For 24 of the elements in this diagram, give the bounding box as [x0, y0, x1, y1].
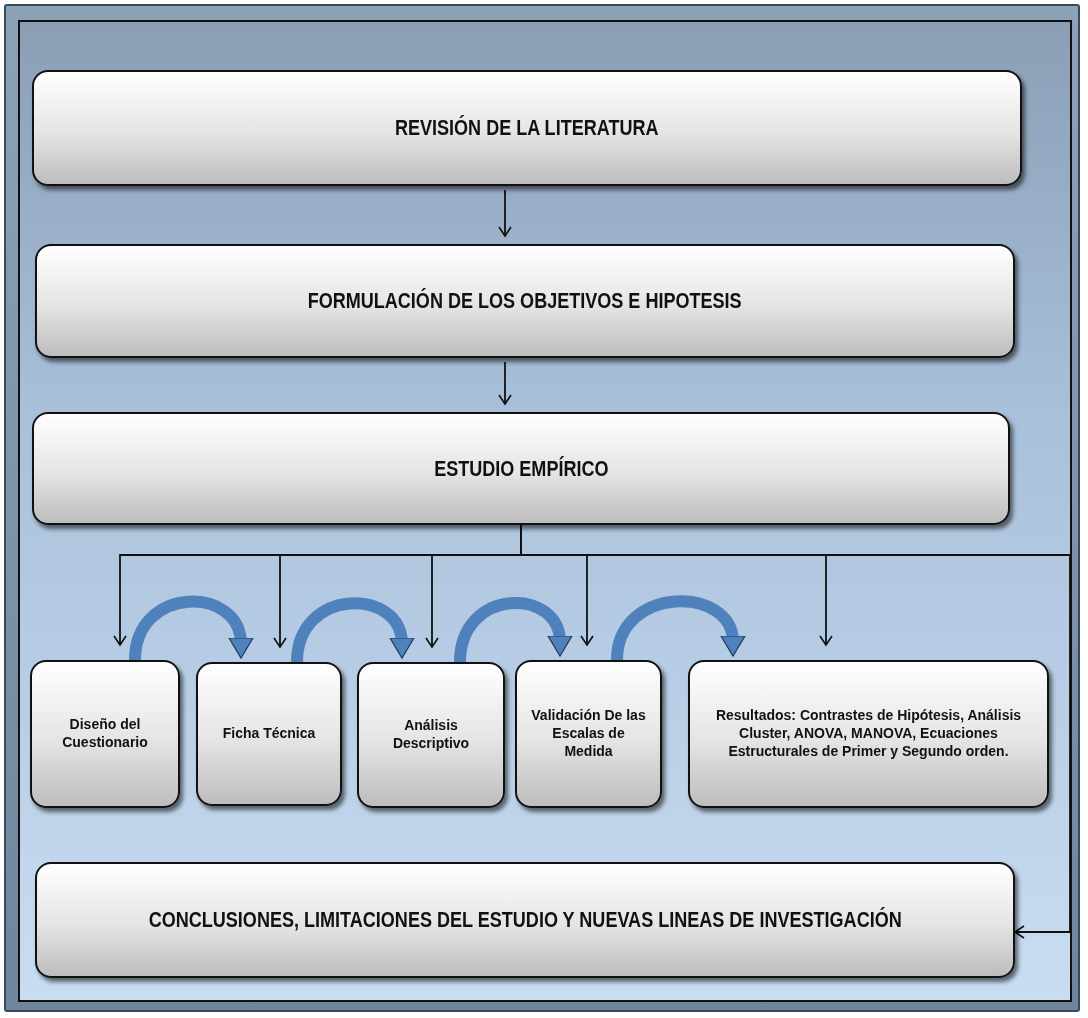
box-text: Validación De las Escalas de Medida [530, 707, 647, 761]
process-box [357, 662, 505, 808]
box-text: CONCLUSIONES, LIMITACIONES DEL ESTUDIO Y NUEVAS LINEAS DE INVESTIGACIÓN [148, 907, 902, 933]
arrow [498, 361, 512, 405]
process-box [32, 412, 1010, 525]
process-box [515, 660, 662, 808]
process-box [35, 244, 1015, 358]
process-box [196, 662, 342, 806]
box-text: Análisis Descriptivo [391, 717, 471, 753]
box-text: Ficha Técnica [222, 725, 316, 743]
process-box [30, 660, 180, 808]
box-text: Diseño del Cuestionario [61, 716, 149, 752]
box-text: REVISIÓN DE LA LITERATURA [395, 115, 659, 141]
curved-arrow [129, 595, 253, 661]
box-text: ESTUDIO EMPÍRICO [433, 455, 609, 482]
box-text: Resultados: Contrastes de Hipótesis, Análisis Cluster, ANOVA, MANOVA, Ecuaciones Estructurales de Primer y Segundo orden. [714, 707, 1023, 761]
curved-arrow [291, 597, 414, 663]
curved-arrow [611, 595, 745, 661]
curved-arrow [454, 597, 572, 663]
box-text: FORMULACIÓN DE LOS OBJETIVOS E HIPOTESIS [308, 288, 742, 314]
process-box [688, 660, 1049, 808]
process-box [32, 70, 1022, 186]
arrow [498, 189, 512, 237]
process-box [35, 862, 1015, 978]
